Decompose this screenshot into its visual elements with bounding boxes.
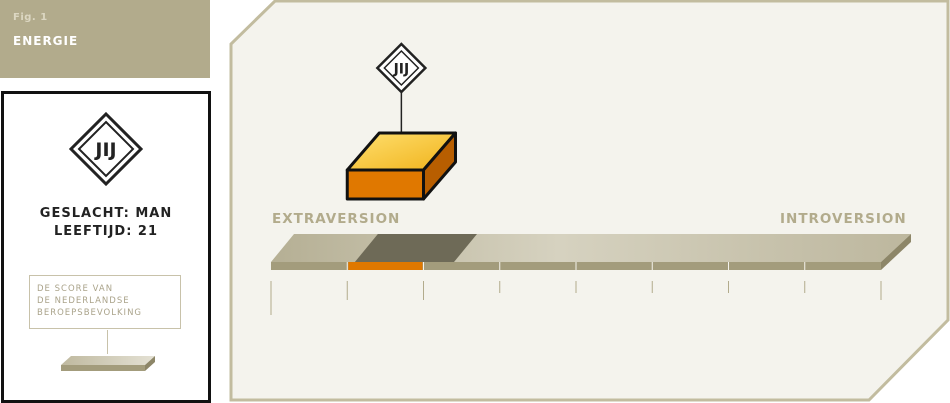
- population-range-band: [354, 234, 477, 262]
- user-score-block: [345, 131, 457, 201]
- jij-badge-icon: JIJ: [69, 112, 143, 186]
- figure-title: ENERGIE: [13, 34, 79, 48]
- figure-number: Fig. 1: [13, 12, 48, 23]
- extraversion-label: EXTRAVERSION: [272, 211, 401, 227]
- scale-badge-text: JIJ: [393, 62, 410, 78]
- scale-bar-side: [881, 234, 911, 270]
- legend-badge-text: JIJ: [93, 139, 116, 161]
- legend-connector-line: [107, 330, 108, 354]
- population-block-icon: [61, 356, 155, 371]
- scale-panel: JIJ: [229, 0, 950, 402]
- population-score-label: DE SCORE VAN DE NEDERLANDSE BEROEPSBEVOL…: [29, 275, 181, 329]
- user-score-segment: [348, 262, 423, 270]
- gender-label: GESLACHT: MAN: [39, 206, 173, 221]
- population-label-line: DE SCORE VAN: [37, 284, 114, 294]
- introversion-label: INTROVERSION: [780, 211, 907, 227]
- population-label-line: BEROEPSBEVOLKING: [37, 308, 143, 318]
- figure-header: Fig. 1 ENERGIE: [0, 0, 210, 78]
- age-label: LEEFTIJD: 21: [53, 224, 159, 239]
- population-label-line: DE NEDERLANDSE: [37, 296, 130, 306]
- jij-badge-icon: JIJ: [375, 42, 428, 94]
- legend-card: JIJ GESLACHT: MAN LEEFTIJD: 21 DE SCORE …: [1, 91, 211, 403]
- panel-frame: [229, 0, 950, 402]
